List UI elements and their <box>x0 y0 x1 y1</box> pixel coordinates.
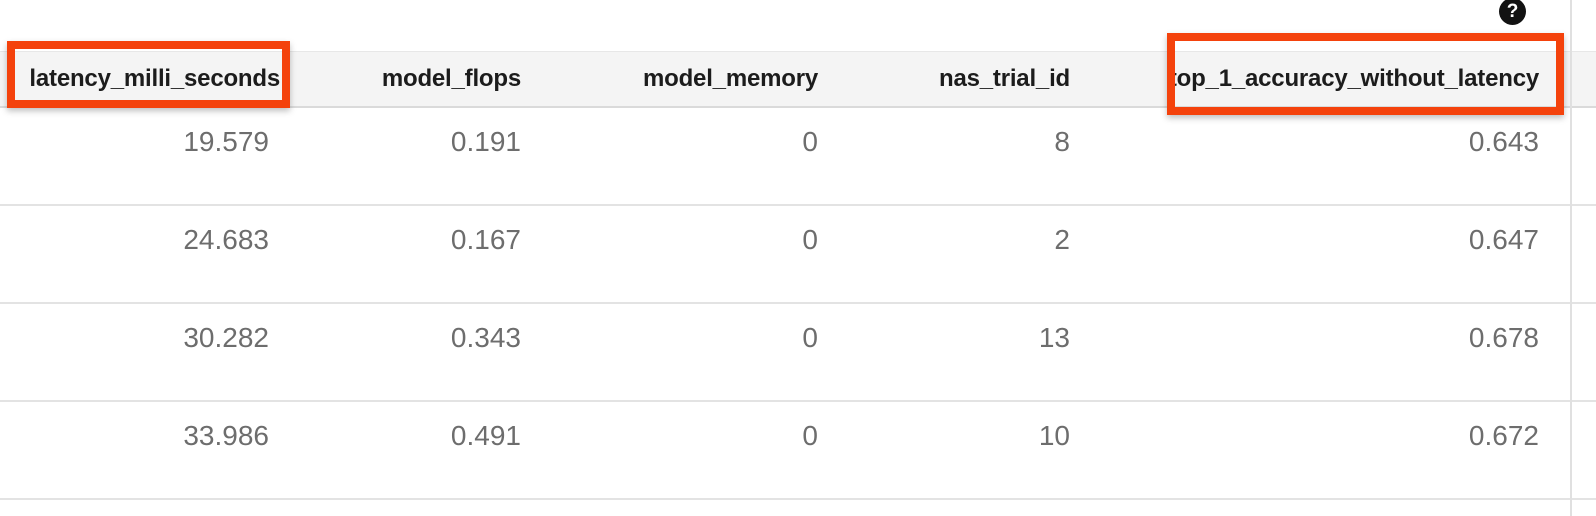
column-header-top-1-accuracy-without-latency[interactable]: top_1_accuracy_without_latency <box>1168 65 1539 92</box>
cell-nas-trial-id: 10 <box>1038 420 1070 451</box>
cell-model-memory: 0 <box>802 126 818 157</box>
cell-nas-trial-id: 13 <box>1038 322 1070 353</box>
cell-model-memory: 0 <box>802 224 818 255</box>
column-header-nas-trial-id[interactable]: nas_trial_id <box>939 65 1070 92</box>
cell-latency: 19.579 <box>183 126 269 157</box>
cell-model-flops: 0.343 <box>450 322 521 353</box>
table-row[interactable]: 24.683 0.167 0 2 0.647 <box>0 206 1596 304</box>
table-row[interactable]: 30.282 0.343 0 13 0.678 <box>0 304 1596 402</box>
column-divider-line <box>1570 0 1572 516</box>
cell-nas-trial-id: 2 <box>1054 224 1070 255</box>
table-row[interactable]: 19.579 0.191 0 8 0.643 <box>0 108 1596 206</box>
cell-model-flops: 0.191 <box>450 126 521 157</box>
column-header-model-flops[interactable]: model_flops <box>381 65 521 92</box>
cell-latency: 30.282 <box>183 322 269 353</box>
cell-model-flops: 0.491 <box>450 420 521 451</box>
cell-top-1-accuracy: 0.672 <box>1468 420 1539 451</box>
help-icon[interactable]: ? <box>1499 0 1526 25</box>
cell-nas-trial-id: 8 <box>1054 126 1070 157</box>
column-header-model-memory[interactable]: model_memory <box>643 65 818 92</box>
table-row[interactable]: 33.986 0.491 0 10 0.672 <box>0 402 1596 500</box>
cell-model-flops: 0.167 <box>450 224 521 255</box>
cell-latency: 24.683 <box>183 224 269 255</box>
cell-top-1-accuracy: 0.678 <box>1468 322 1539 353</box>
cell-model-memory: 0 <box>802 420 818 451</box>
cell-latency: 33.986 <box>183 420 269 451</box>
cell-model-memory: 0 <box>802 322 818 353</box>
help-icon-glyph: ? <box>1506 0 1519 22</box>
cell-top-1-accuracy: 0.643 <box>1468 126 1539 157</box>
column-header-latency-milli-seconds[interactable]: latency_milli_seconds <box>29 65 280 92</box>
table-body: 19.579 0.191 0 8 0.643 24.683 0.167 0 2 … <box>0 108 1596 500</box>
table-header-row: latency_milli_seconds model_flops model_… <box>0 51 1596 108</box>
cell-top-1-accuracy: 0.647 <box>1468 224 1539 255</box>
